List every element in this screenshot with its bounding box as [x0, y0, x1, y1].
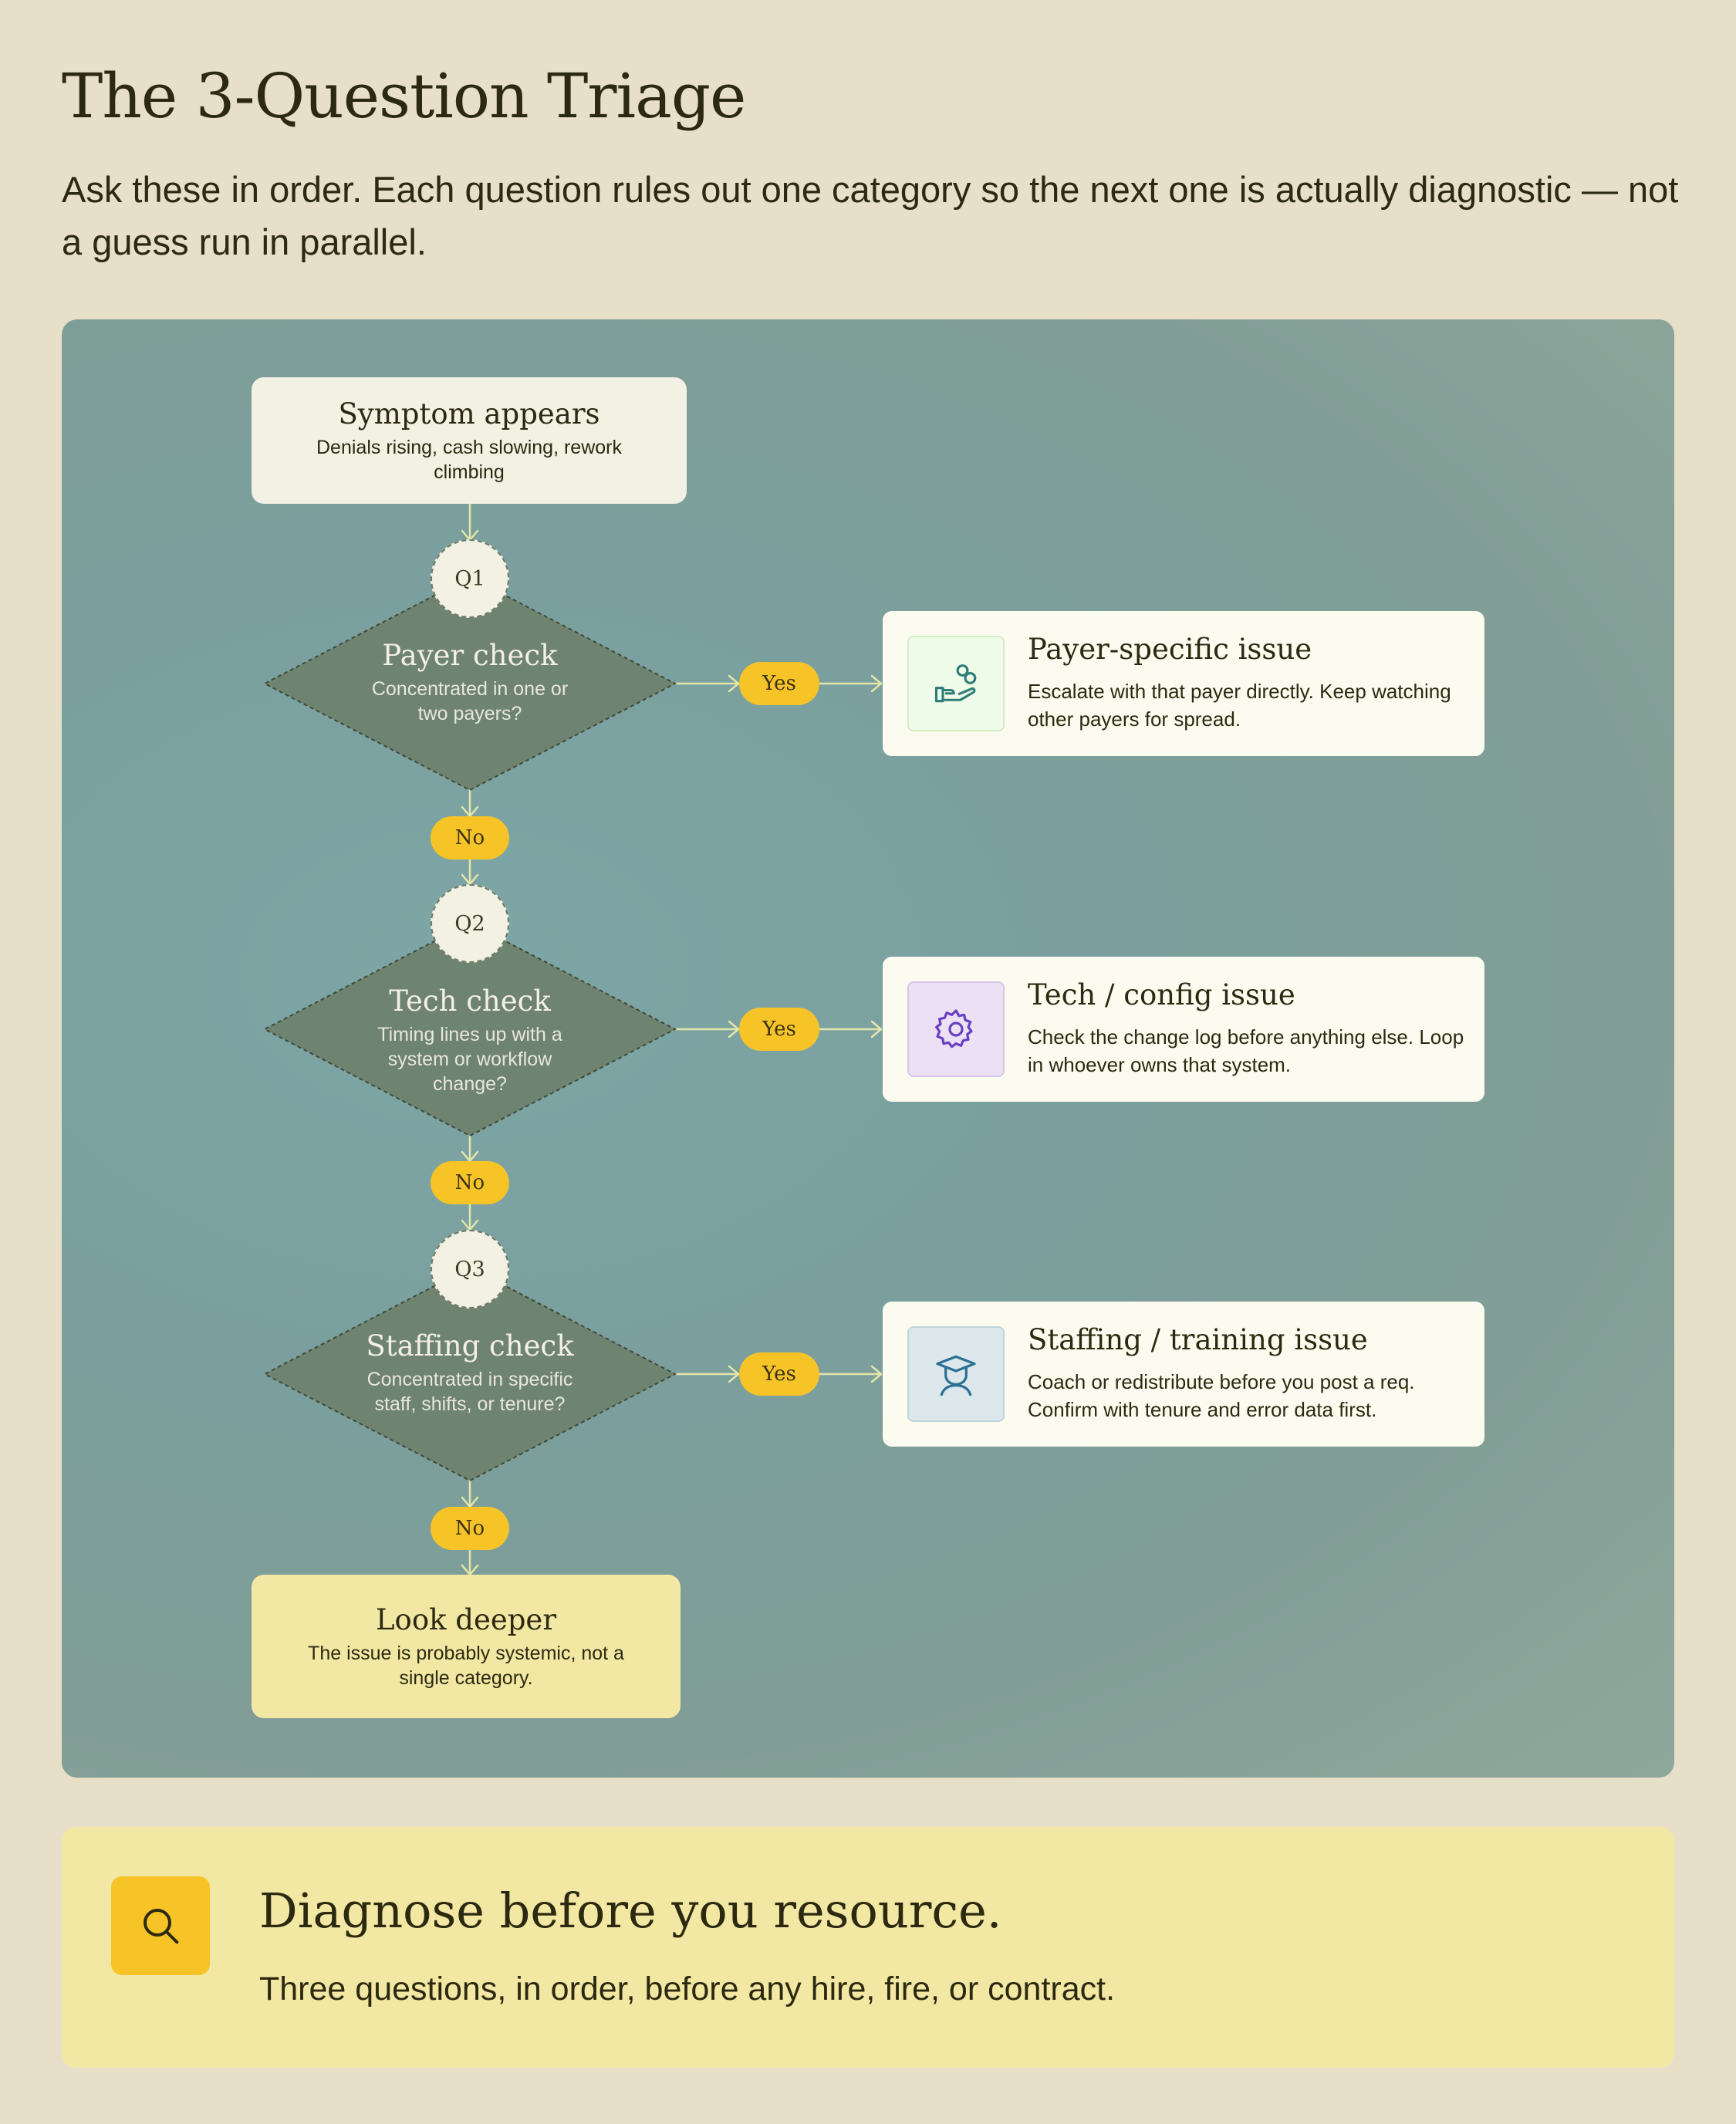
outcome-staffing-title: Staffing / training issue	[1028, 1323, 1368, 1356]
start-box: Symptom appears Denials rising, cash slo…	[252, 377, 687, 504]
q2-no-label: No	[431, 1161, 509, 1204]
outcome-tech-text: Check the change log before anything els…	[1028, 1025, 1464, 1076]
q2-title: Tech check	[389, 984, 551, 1018]
search-icon	[111, 1876, 210, 1975]
outcome-staffing-text: Coach or redistribute before you post a …	[1028, 1370, 1415, 1421]
q2-text: Tech check Timing lines up with a system…	[343, 984, 597, 1096]
start-subtitle: Denials rising, cash slowing, rework cli…	[316, 436, 622, 483]
q3-text: Staffing check Concentrated in specific …	[343, 1329, 597, 1417]
outcome-payer-title: Payer-specific issue	[1028, 633, 1312, 666]
callout-text: Three questions, in order, before any hi…	[259, 1970, 1116, 2008]
diamond-q2	[262, 921, 677, 1137]
q1-text: Payer check Concentrated in one or two p…	[343, 639, 597, 726]
outcome-tech-title: Tech / config issue	[1028, 978, 1295, 1011]
flowchart-panel: Symptom appears Denials rising, cash slo…	[62, 319, 1674, 1778]
callout-heading: Diagnose before you resource.	[259, 1883, 1002, 1939]
q3-yes-label: Yes	[739, 1352, 819, 1396]
gear-icon	[907, 981, 1005, 1077]
outcome-card-tech: Tech / config issue Check the change log…	[883, 957, 1484, 1102]
end-box: Look deeper The issue is probably system…	[252, 1575, 681, 1718]
start-title: Symptom appears	[338, 397, 600, 431]
outcome-card-payer: Payer-specific issue Escalate with that …	[883, 611, 1484, 756]
end-subtitle: The issue is probably systemic, not a si…	[308, 1642, 624, 1689]
diamond-q1	[262, 576, 677, 792]
q1-no-label: No	[431, 816, 509, 859]
flowchart-connectors	[262, 502, 883, 1576]
hand-coins-icon	[907, 636, 1005, 731]
q2-subtitle: Timing lines up with a system or workflo…	[377, 1024, 562, 1095]
end-title: Look deeper	[375, 1602, 557, 1636]
outcome-payer-text: Escalate with that payer directly. Keep …	[1028, 680, 1451, 731]
page-subtitle: Ask these in order. Each question rules …	[62, 169, 1679, 262]
q3-subtitle: Concentrated in specific staff, shifts, …	[366, 1369, 573, 1415]
q1-badge: Q1	[431, 539, 509, 618]
diamond-q3	[262, 1266, 677, 1482]
q3-no-label: No	[431, 1507, 509, 1550]
graduate-icon	[907, 1326, 1005, 1422]
page-title: The 3-Question Triage	[62, 60, 746, 132]
q3-title: Staffing check	[366, 1329, 574, 1363]
q1-title: Payer check	[382, 639, 558, 672]
q2-badge: Q2	[431, 884, 509, 963]
q1-subtitle: Concentrated in one or two payers?	[371, 678, 569, 724]
outcome-card-staffing: Staffing / training issue Coach or redis…	[883, 1302, 1484, 1447]
q3-badge: Q3	[431, 1230, 509, 1309]
q2-yes-label: Yes	[739, 1008, 819, 1051]
q1-yes-label: Yes	[739, 662, 819, 705]
summary-callout: Diagnose before you resource. Three ques…	[62, 1827, 1674, 2068]
